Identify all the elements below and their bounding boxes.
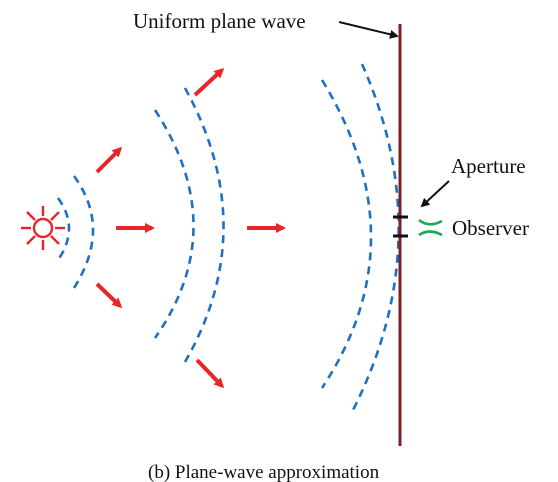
observer-label: Observer [452, 216, 529, 240]
wavefront-5 [320, 79, 373, 389]
eye-icon [418, 218, 443, 237]
aperture-label: Aperture [451, 154, 526, 178]
arrow-up-1 [95, 146, 123, 174]
plane-wave-pointer [338, 21, 399, 39]
aperture-pointer [420, 180, 450, 208]
spherical-wavefronts [56, 63, 400, 413]
wavefront-1 [56, 197, 71, 261]
wavefront-6 [350, 63, 400, 413]
arrow-down-1 [95, 282, 123, 309]
point-source-icon [21, 206, 65, 250]
uniform-plane-wave-label: Uniform plane wave [133, 9, 306, 33]
propagation-arrows [95, 67, 286, 389]
wavefront-2 [72, 175, 95, 289]
caption: (b) Plane-wave approximation [148, 462, 380, 482]
arrow-up-2 [193, 67, 225, 97]
wavefront-4 [183, 87, 225, 363]
wavefront-3 [153, 109, 195, 339]
arrow-down-2 [195, 358, 225, 389]
aperture-marks [393, 215, 408, 238]
